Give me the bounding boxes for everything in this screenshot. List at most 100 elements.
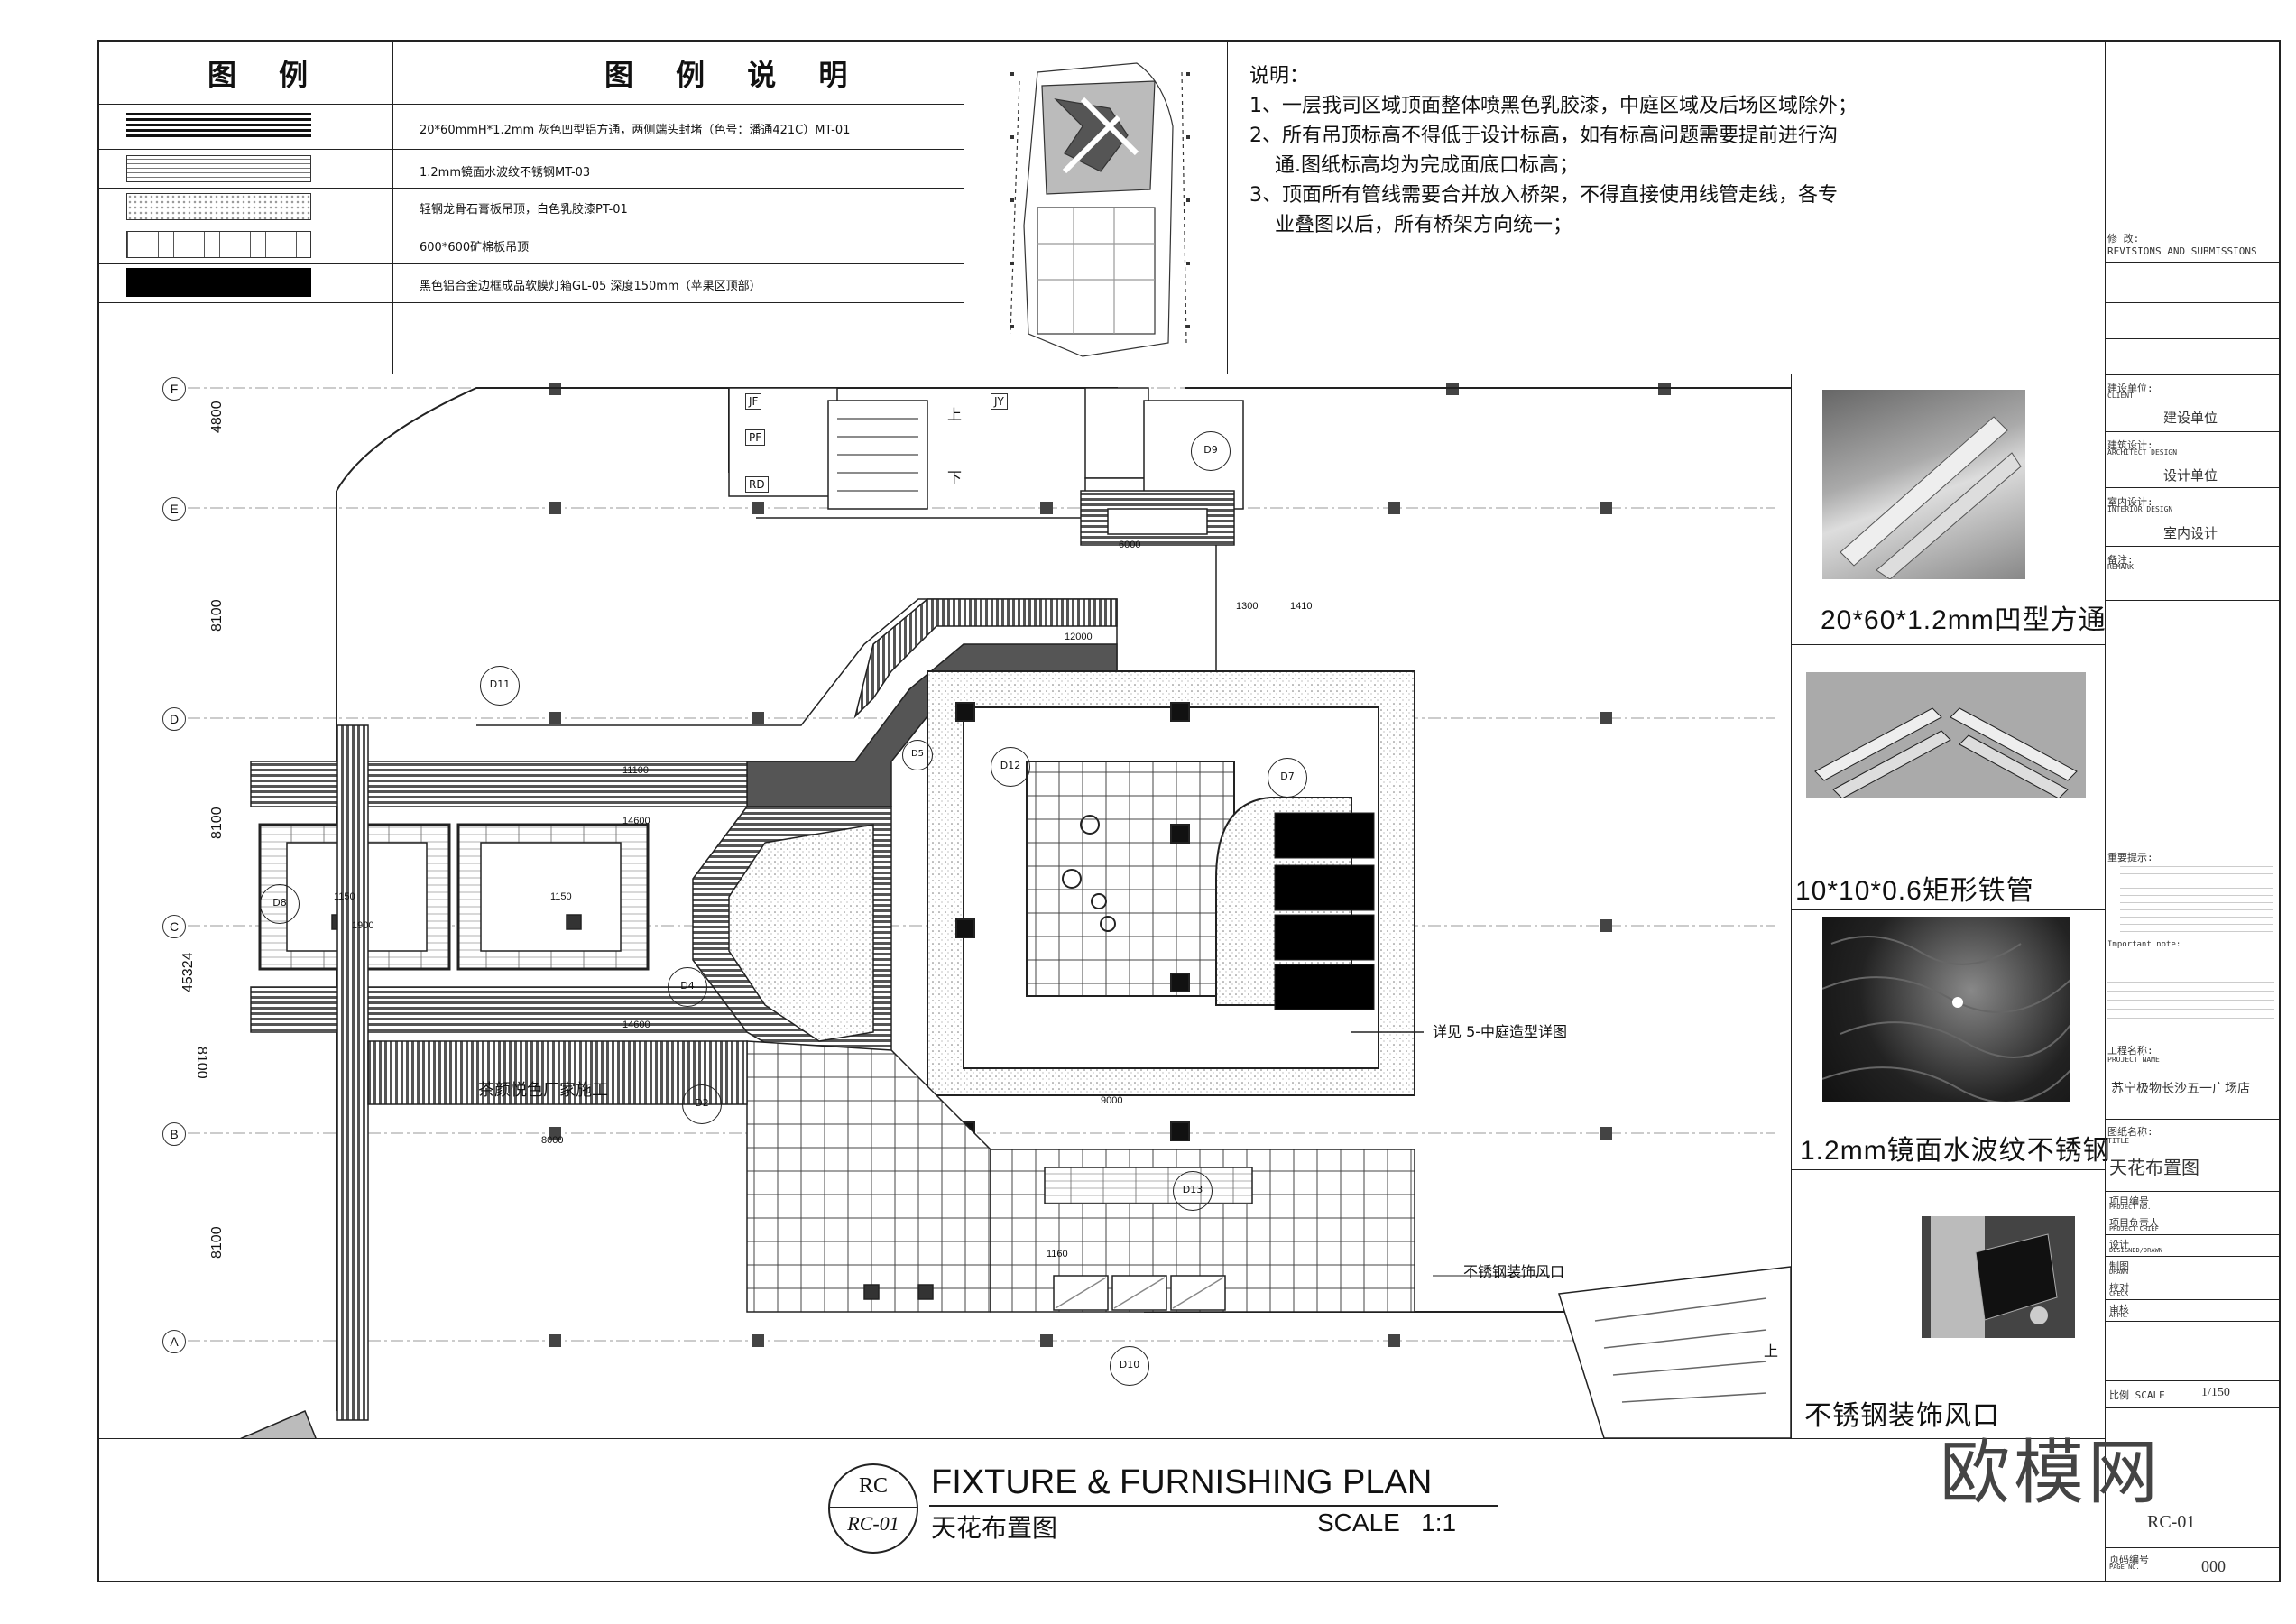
dim-text: 11100 xyxy=(622,765,649,776)
tb-interior-label: 室内设计: xyxy=(2107,496,2153,508)
tb-row-en: APPR. xyxy=(2109,1312,2129,1319)
legend-title: 图 例 xyxy=(207,58,325,92)
tb-line xyxy=(2105,1191,2281,1192)
section-tag: D5 xyxy=(902,740,933,770)
tb-client-value: 建设单位 xyxy=(2163,411,2218,426)
legend-header-line xyxy=(97,104,964,105)
material-divider xyxy=(1791,644,2105,645)
grid-label-F: F xyxy=(162,377,186,401)
tb-row-en: CHECK xyxy=(2109,1290,2129,1297)
drawing-bubble: RC RC-01 xyxy=(828,1463,918,1554)
title-block-left xyxy=(2105,40,2106,1582)
vent-callout: 不锈钢装饰风口 xyxy=(1463,1263,1565,1280)
dim-text: 1160 xyxy=(1047,1249,1068,1260)
material-divider xyxy=(1791,1169,2105,1170)
tb-line xyxy=(2105,1407,2281,1408)
notes-heading: 说明： xyxy=(1249,65,1310,88)
legend-item-text: 20*60mmH*1.2mm 灰色凹型铝方通，两侧端头封堵（色号：潘通421C）… xyxy=(420,124,851,137)
section-tag: D9 xyxy=(1191,431,1231,471)
legend-item-text: 1.2mm镜面水波纹不锈钢MT-03 xyxy=(420,166,591,180)
grid-label-A: A xyxy=(162,1330,186,1353)
watermark-logo: 欧模网 xyxy=(1940,1433,2162,1514)
legend-row-line xyxy=(97,302,964,303)
tb-line xyxy=(2105,600,2281,601)
shop-note: 茶颜悦色厂家施工 xyxy=(478,1081,608,1100)
tb-page-label: 页码编号 xyxy=(2109,1554,2149,1565)
dim-text: 1150 xyxy=(550,891,572,902)
section-tag: D10 xyxy=(1110,1346,1149,1386)
detail-callout: 详见 5-中庭造型详图 xyxy=(1433,1023,1568,1040)
tb-line xyxy=(2105,1299,2281,1300)
tb-line xyxy=(2105,487,2281,488)
tb-architect-en: ARCHITECT DESIGN xyxy=(2107,448,2178,457)
tb-line xyxy=(2105,1119,2281,1120)
notes-line: 1、一层我司区域顶面整体喷黑色乳胶漆，中庭区域及后场区域除外； xyxy=(1249,95,1858,117)
section-tag: D13 xyxy=(1173,1171,1213,1211)
tb-line xyxy=(2105,431,2281,432)
tb-client-en: CLIENT xyxy=(2107,392,2134,400)
tb-page-en: PAGE NO. xyxy=(2109,1564,2140,1571)
dim-text: 6000 xyxy=(1119,540,1141,550)
caption-underline xyxy=(929,1505,1498,1507)
section-tag: D8 xyxy=(260,884,300,924)
material-photo-aluminum xyxy=(1822,390,2025,579)
legend-row-line xyxy=(97,149,964,150)
section-tag: D11 xyxy=(480,666,520,706)
tb-row-label: 审核 xyxy=(2109,1304,2129,1315)
tb-line xyxy=(2105,1380,2281,1381)
notes-line: 业叠图以后，所有桥架方向统一； xyxy=(1249,214,1572,236)
swatch-mineral-board xyxy=(126,231,311,258)
stair-up-label-2: 上 xyxy=(1764,1343,1779,1360)
tb-drawing-value: 天花布置图 xyxy=(2109,1158,2199,1178)
tb-scale-label: 比例 SCALE xyxy=(2109,1389,2165,1401)
dim-text: 1150 xyxy=(334,891,355,902)
tb-important-label: Important note: xyxy=(2107,940,2181,949)
bubble-top: RC xyxy=(858,1474,888,1498)
section-tag: D12 xyxy=(991,747,1030,787)
room-code: PF xyxy=(745,429,766,446)
tb-drawing-number: RC-01 xyxy=(2147,1512,2196,1532)
tb-remark-label: 备注: xyxy=(2107,554,2134,566)
tb-drawing-en: TITLE xyxy=(2107,1137,2130,1145)
legend-row-line xyxy=(97,263,964,264)
tb-line xyxy=(2105,1234,2281,1235)
tb-architect-value: 设计单位 xyxy=(2163,469,2218,484)
tb-line xyxy=(2105,374,2281,375)
swatch-light-box xyxy=(126,268,311,297)
material-caption: 1.2mm镜面水波纹不锈钢 xyxy=(1800,1136,2111,1166)
legend-row-line xyxy=(97,188,964,189)
tb-line xyxy=(2105,1321,2281,1322)
material-photo-vent xyxy=(1922,1216,2075,1338)
tb-project-label: 工程名称: xyxy=(2107,1045,2153,1057)
material-photo-iron-tube xyxy=(1806,672,2086,798)
tb-row-label: 制图 xyxy=(2109,1260,2129,1272)
tb-row-en: PROJECT CHIEF xyxy=(2109,1225,2159,1232)
tb-interior-value: 室内设计 xyxy=(2163,527,2218,541)
section-tag: D2 xyxy=(682,1084,722,1124)
room-code: JF xyxy=(745,393,762,410)
section-tag: D4 xyxy=(668,967,707,1007)
tb-notice-label: 重要提示: xyxy=(2107,852,2153,863)
legend-item-text: 600*600矿棉板吊顶 xyxy=(420,241,530,254)
keyplan-right-border xyxy=(1227,40,1228,374)
grid-label-B: B xyxy=(162,1122,186,1146)
tb-revisions-label: 修 改: xyxy=(2107,233,2140,245)
material-caption: 10*10*0.6矩形铁管 xyxy=(1795,876,2034,906)
tb-line xyxy=(2105,262,2281,263)
plan-right-border xyxy=(1791,374,1792,1438)
tb-important-text xyxy=(2107,955,2274,1027)
tb-row-label: 项目负责人 xyxy=(2109,1217,2159,1229)
tb-row-en: DRAWN xyxy=(2109,1269,2129,1276)
plan-bottom-border xyxy=(97,1438,2105,1439)
stair-up-label: 上 xyxy=(947,406,963,423)
grid-label-D: D xyxy=(162,707,186,731)
tb-line xyxy=(2105,1256,2281,1257)
dim-text: 14600 xyxy=(622,1020,650,1030)
tb-line xyxy=(2105,302,2281,303)
legend-divider xyxy=(392,40,393,374)
tb-architect-label: 建筑设计: xyxy=(2107,439,2153,451)
material-caption: 不锈钢装饰风口 xyxy=(1804,1401,2000,1431)
caption-title-cn: 天花布置图 xyxy=(931,1515,1058,1543)
tb-revisions-en: REVISIONS AND SUBMISSIONS xyxy=(2107,245,2257,257)
dim-text: 12000 xyxy=(1065,632,1093,642)
